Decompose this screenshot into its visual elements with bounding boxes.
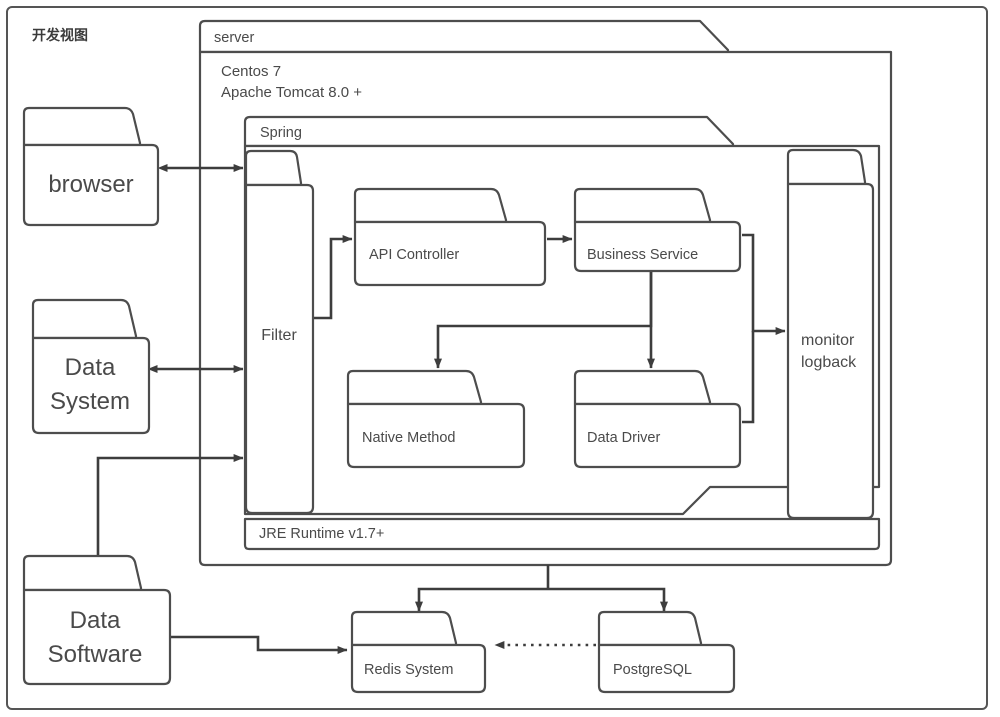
node-native-method[interactable]: Native Method (346, 369, 526, 469)
edge-server-redis (415, 587, 548, 612)
server-tab (198, 19, 730, 54)
data-driver-label: Data Driver (587, 430, 660, 446)
edge-business-monitor-logback (742, 233, 786, 335)
node-postgresql[interactable]: PostgreSQL (597, 610, 736, 694)
node-business-service[interactable]: Business Service (573, 187, 742, 273)
browser-tab (22, 106, 142, 147)
native-method-body (346, 402, 526, 469)
postgresql-label: PostgreSQL (613, 662, 692, 678)
filter-body (244, 183, 315, 515)
data-driver-body (573, 402, 742, 469)
data-software-tab (22, 554, 143, 592)
monitor-logback-label-line-2: logback (801, 354, 857, 371)
data-system-body (31, 336, 151, 435)
postgresql-tab (597, 610, 703, 647)
node-filter[interactable]: Filter (244, 149, 315, 515)
business-service-label: Business Service (587, 247, 698, 263)
node-monitor-logback[interactable]: monitor logback (786, 148, 875, 520)
monitor-logback-label-line-1: monitor (801, 332, 855, 349)
server-meta-line-2: Apache Tomcat 8.0 + (221, 84, 362, 101)
edge-data-software-redis (170, 635, 348, 654)
business-service-tab (573, 187, 712, 224)
development-view-frame (6, 6, 988, 710)
data-system-label-line-2: System (50, 388, 130, 415)
native-method-tab (346, 369, 483, 406)
container-spring: Spring (243, 115, 881, 516)
native-method-label: Native Method (362, 430, 456, 446)
edge-filter-api-controller (313, 235, 353, 320)
edge-data-driver-monitor-logback (742, 331, 755, 424)
business-service-body (573, 220, 742, 273)
server-meta-line-1: Centos 7 (221, 63, 281, 80)
edge-server-postgresql (548, 587, 668, 612)
node-api-controller[interactable]: API Controller (353, 187, 547, 287)
node-redis-system[interactable]: Redis System (350, 610, 487, 694)
data-software-label-line-2: Software (48, 641, 143, 668)
jre-runtime-label: JRE Runtime v1.7+ (259, 526, 384, 542)
redis-system-label: Redis System (364, 662, 453, 678)
data-software-body (22, 588, 172, 686)
node-browser[interactable]: browser (22, 106, 160, 227)
node-data-system[interactable]: Data System (31, 298, 151, 435)
monitor-logback-tab (786, 148, 867, 186)
node-data-driver[interactable]: Data Driver (573, 369, 742, 469)
api-controller-label: API Controller (369, 247, 459, 263)
monitor-logback-body (786, 182, 875, 520)
jre-runtime-body (243, 517, 881, 551)
data-driver-tab (573, 369, 712, 406)
data-system-tab (31, 298, 138, 340)
node-data-software[interactable]: Data Software (22, 554, 172, 686)
spring-label: Spring (260, 125, 302, 141)
redis-system-tab (350, 610, 458, 647)
container-jre-runtime: JRE Runtime v1.7+ (243, 517, 881, 551)
postgresql-body (597, 643, 736, 694)
spring-tab (243, 115, 735, 148)
edge-data-software-filter (96, 454, 244, 590)
api-controller-body (353, 220, 547, 287)
filter-tab (244, 149, 303, 187)
api-controller-tab (353, 187, 508, 224)
data-system-label-line-1: Data (65, 354, 116, 381)
filter-label: Filter (261, 327, 297, 344)
redis-system-body (350, 643, 487, 694)
browser-body (22, 143, 160, 227)
browser-label: browser (48, 171, 133, 198)
diagram-title: 开发视图 (32, 27, 88, 43)
server-label: server (214, 30, 254, 46)
data-software-label-line-1: Data (70, 607, 121, 634)
